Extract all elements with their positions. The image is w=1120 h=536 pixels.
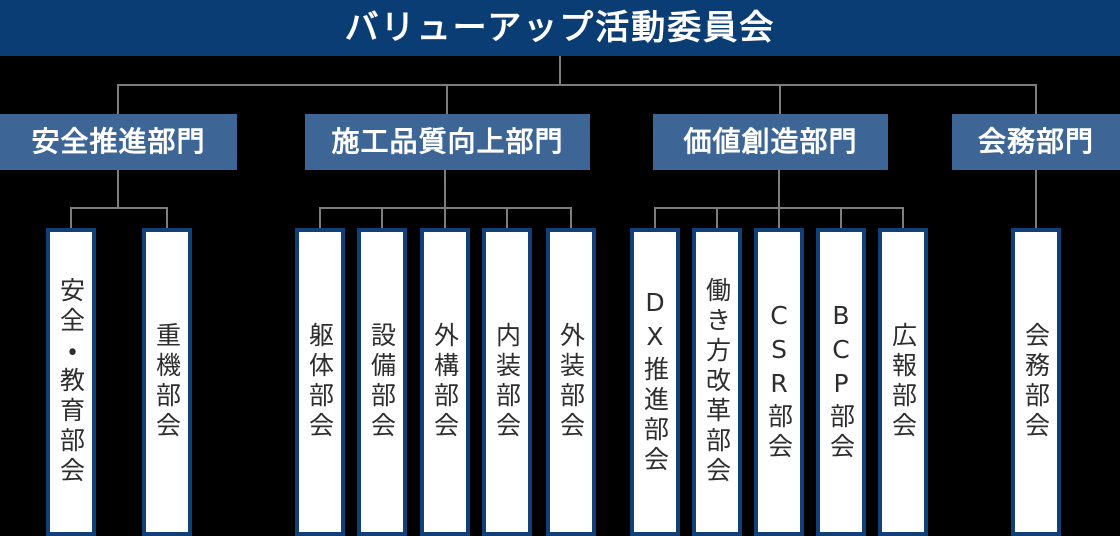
dept-box-value-creation: 価値創造部門 bbox=[653, 114, 888, 170]
connector-drop-unit bbox=[444, 207, 446, 228]
unit-label: 会務部会 bbox=[1021, 322, 1051, 442]
connector-level1-rail bbox=[117, 84, 1037, 86]
unit-label: 外構部会 bbox=[430, 322, 460, 442]
unit-label: 外装部会 bbox=[556, 322, 586, 442]
unit-box-heavy-machinery: 重機部会 bbox=[142, 228, 192, 536]
chart-title: バリューアップ活動委員会 bbox=[0, 0, 1120, 56]
connector-drop-dept4 bbox=[1035, 84, 1037, 114]
connector-stub-group1 bbox=[117, 170, 119, 208]
connector-drop-unit bbox=[381, 207, 383, 228]
unit-label: 働き方改革部会 bbox=[702, 277, 732, 487]
connector-drop-dept1 bbox=[117, 84, 119, 114]
unit-box-public-relations: 広報部会 bbox=[878, 228, 928, 536]
connector-drop-unit bbox=[506, 207, 508, 228]
unit-box-frame: 躯体部会 bbox=[295, 228, 345, 536]
unit-box-safety-education: 安全・教育部会 bbox=[46, 228, 96, 536]
unit-box-dx-promotion: DX推進部会 bbox=[630, 228, 680, 536]
connector-drop-unit bbox=[840, 207, 842, 228]
connector-drop-unit bbox=[166, 207, 168, 228]
connector-rail-group1 bbox=[70, 207, 168, 209]
connector-drop-unit bbox=[778, 207, 780, 228]
connector-drop-unit bbox=[716, 207, 718, 228]
dept-box-safety-promotion: 安全推進部門 bbox=[0, 114, 237, 170]
unit-box-general-affairs: 会務部会 bbox=[1011, 228, 1061, 536]
unit-label: 設備部会 bbox=[367, 322, 397, 442]
unit-box-bcp: BCP部会 bbox=[816, 228, 866, 536]
connector-drop-unit bbox=[319, 207, 321, 228]
connector-drop-unit bbox=[70, 207, 72, 228]
unit-label: BCP部会 bbox=[826, 301, 856, 463]
unit-label: DX推進部会 bbox=[640, 288, 670, 476]
connector-drop-dept2 bbox=[446, 84, 448, 114]
unit-box-exterior-finish: 外装部会 bbox=[546, 228, 596, 536]
connector-trunk bbox=[559, 56, 561, 86]
dept-box-construction-quality: 施工品質向上部門 bbox=[305, 114, 590, 170]
connector-drop-unit bbox=[654, 207, 656, 228]
unit-label: 広報部会 bbox=[888, 322, 918, 442]
unit-label: 内装部会 bbox=[492, 322, 522, 442]
connector-stub-group4 bbox=[1035, 170, 1037, 228]
unit-box-csr: CSR部会 bbox=[754, 228, 804, 536]
connector-drop-unit bbox=[570, 207, 572, 228]
unit-box-interior: 内装部会 bbox=[482, 228, 532, 536]
unit-label: CSR部会 bbox=[764, 301, 794, 463]
unit-box-equipment: 設備部会 bbox=[357, 228, 407, 536]
connector-stub-group3 bbox=[778, 170, 780, 208]
unit-label: 重機部会 bbox=[152, 322, 182, 442]
connector-drop-unit bbox=[902, 207, 904, 228]
connector-stub-group2 bbox=[444, 170, 446, 208]
unit-label: 躯体部会 bbox=[305, 322, 335, 442]
connector-drop-dept3 bbox=[779, 84, 781, 114]
unit-label: 安全・教育部会 bbox=[56, 277, 86, 487]
unit-box-workstyle-reform: 働き方改革部会 bbox=[692, 228, 742, 536]
unit-box-exterior-grounds: 外構部会 bbox=[420, 228, 470, 536]
dept-box-general-affairs: 会務部門 bbox=[952, 114, 1120, 170]
